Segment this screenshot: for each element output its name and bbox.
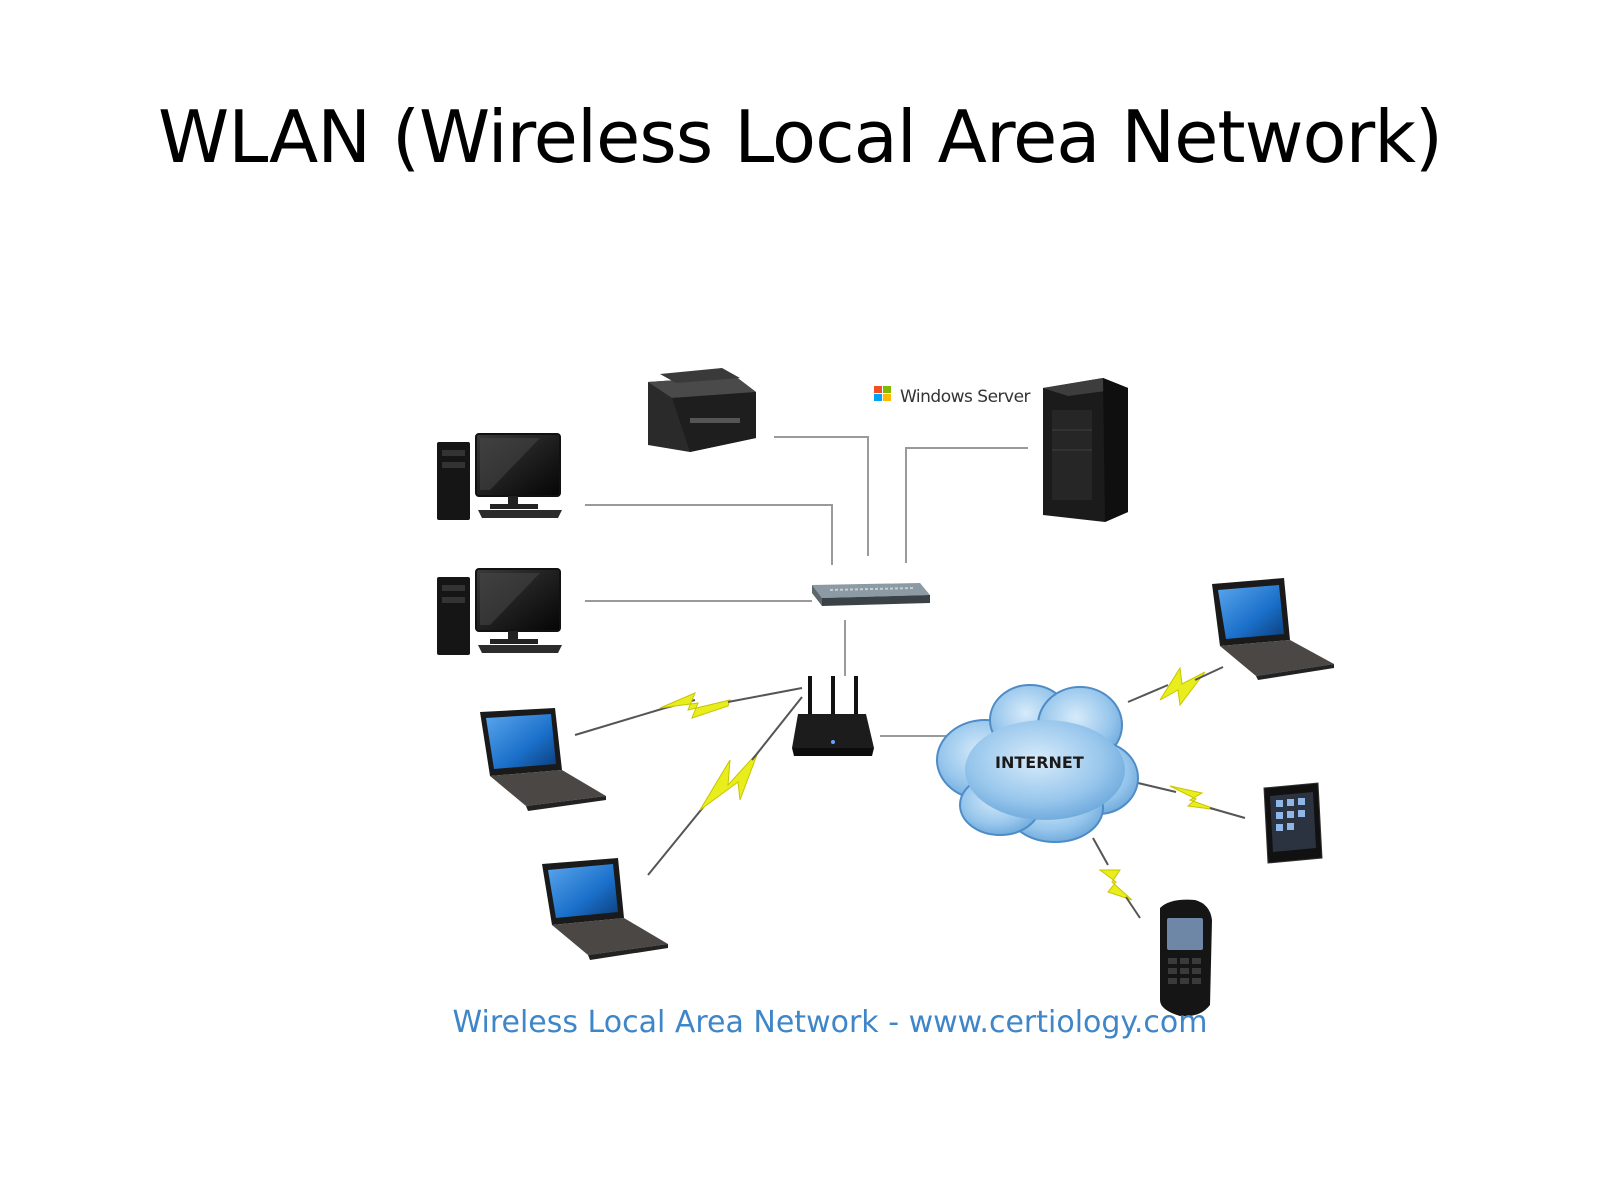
server-brand-label: Windows Server xyxy=(900,387,1031,407)
server-icon: Windows Server xyxy=(874,378,1128,522)
wireless-link-laptop1 xyxy=(574,687,803,736)
slide-title: WLAN (Wireless Local Area Network) xyxy=(158,95,1443,179)
wire-pc1-switch xyxy=(585,504,833,565)
desktop-computer-icon xyxy=(437,433,562,520)
wireless-router-icon xyxy=(792,676,874,756)
internet-cloud-icon: INTERNET xyxy=(936,684,1139,843)
smartphone-icon xyxy=(1160,899,1212,1017)
cloud-label: INTERNET xyxy=(995,753,1084,772)
laptop-icon xyxy=(480,708,606,811)
wireless-link-phone xyxy=(1092,837,1141,919)
wire-printer-switch xyxy=(774,436,869,556)
laptop-icon xyxy=(542,858,668,960)
wireless-link-laptop2 xyxy=(647,696,803,876)
wire-server-switch xyxy=(905,447,1028,563)
wireless-links xyxy=(574,666,1246,919)
windows-logo-icon xyxy=(874,386,891,401)
desktop-computer-icon xyxy=(437,568,562,655)
diagram-caption: Wireless Local Area Network - www.certio… xyxy=(452,1005,1208,1040)
wireless-link-laptop3 xyxy=(1127,666,1224,707)
wireless-link-tablet xyxy=(1137,782,1246,819)
network-switch-icon xyxy=(812,583,930,606)
tablet-icon xyxy=(1263,782,1323,864)
wired-links xyxy=(585,436,1028,737)
laptop-icon xyxy=(1212,578,1334,680)
printer-icon xyxy=(648,368,756,452)
